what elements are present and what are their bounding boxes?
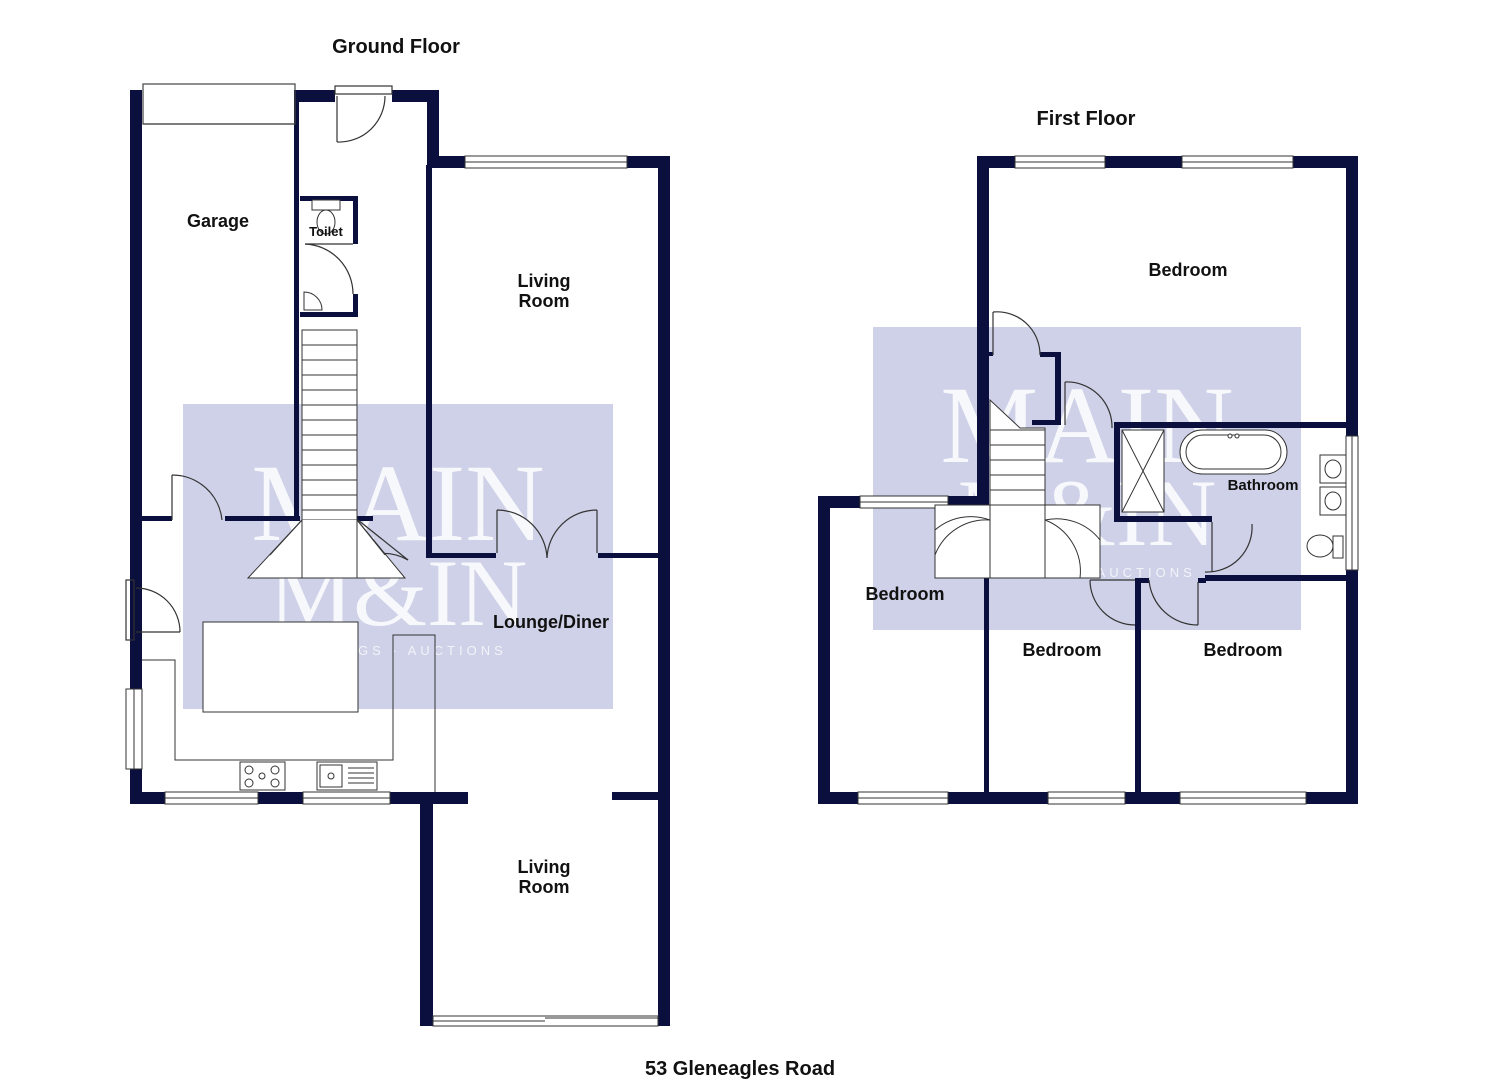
room-label-toilet: Toilet — [309, 224, 343, 239]
ground-floor-title: Ground Floor — [332, 36, 460, 58]
ground-floor-staircase — [246, 329, 407, 579]
room-label-bedroom-top: Bedroom — [1148, 260, 1227, 280]
room-label-living-room-bottom-line2: Room — [519, 877, 570, 897]
first-floor-title: First Floor — [1037, 108, 1136, 130]
toilet-fixtures — [303, 199, 341, 311]
first-floor-internal-walls — [984, 352, 1346, 792]
room-label-bedroom-left: Bedroom — [865, 584, 944, 604]
bathroom-fixtures — [1121, 429, 1347, 559]
room-label-living-room-top-line2: Room — [519, 291, 570, 311]
room-label-bedroom-middle: Bedroom — [1022, 640, 1101, 660]
room-label-bedroom-right: Bedroom — [1203, 640, 1282, 660]
first-floor-staircase — [934, 398, 1101, 579]
first-floor-doors — [992, 311, 1253, 626]
first-floor-windows — [857, 155, 1359, 805]
first-floor-walls — [818, 156, 1358, 804]
ground-floor-plan: Ground Floor Garage Toilet Living Room L… — [125, 36, 670, 1027]
address-caption: 53 Gleneagles Road — [645, 1058, 835, 1080]
first-floor-plan: First Floor Bedroom Bathroom Bedroom Bed… — [818, 108, 1359, 805]
garage-door — [142, 83, 296, 125]
room-label-living-room-top-line1: Living — [518, 271, 571, 291]
ground-floor-internal-walls — [142, 90, 658, 558]
ground-floor-windows — [125, 155, 659, 1027]
room-label-lounge-diner: Lounge/Diner — [493, 612, 609, 632]
ground-floor-walls — [130, 90, 670, 1026]
room-label-living-room-bottom-line1: Living — [518, 857, 571, 877]
room-label-garage: Garage — [187, 211, 249, 231]
room-label-bathroom: Bathroom — [1228, 477, 1299, 494]
kitchen-units — [142, 621, 436, 792]
ground-floor-doors — [125, 85, 598, 641]
